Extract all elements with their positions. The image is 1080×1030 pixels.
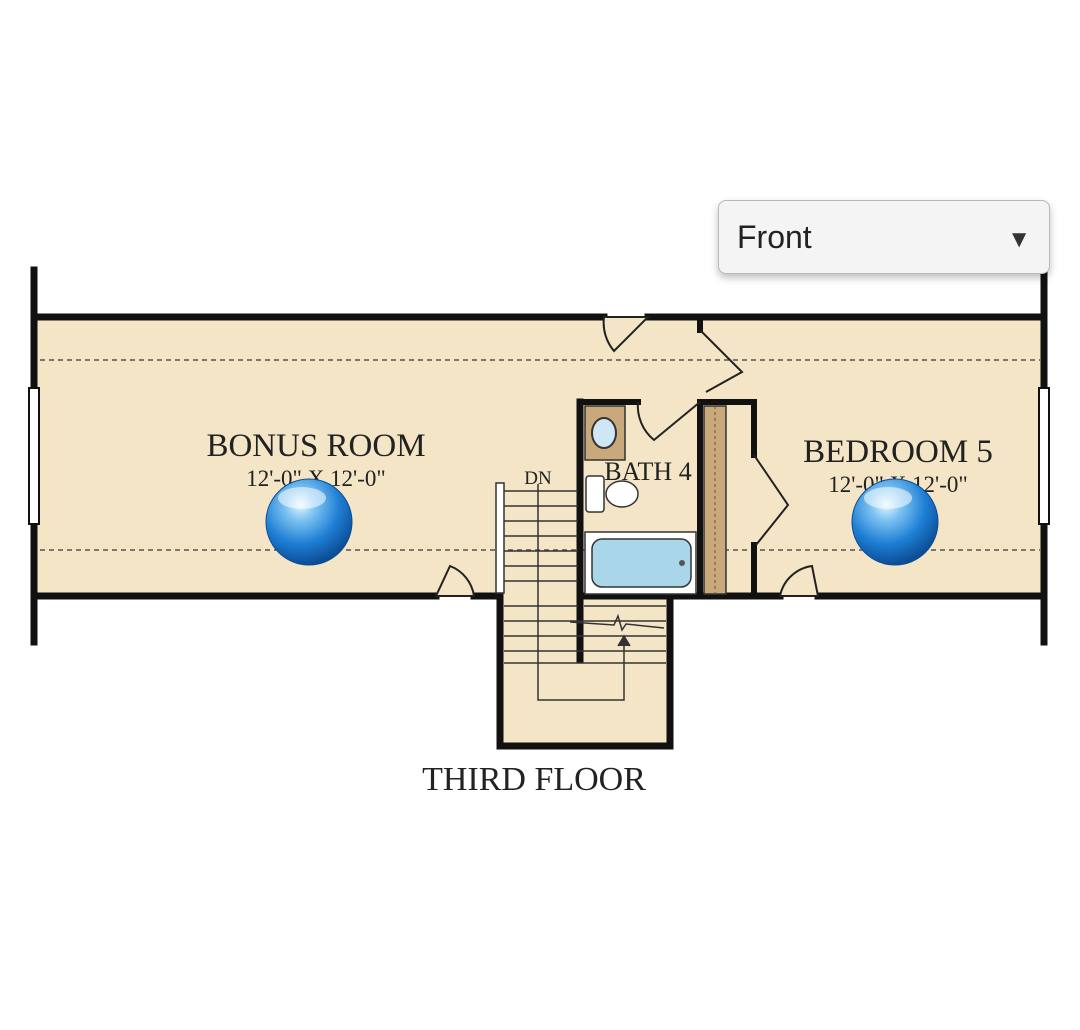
bonus-room-label: BONUS ROOM bbox=[206, 428, 425, 464]
doors bbox=[434, 316, 820, 597]
bathtub-basin-icon bbox=[591, 538, 692, 588]
toilet-tank bbox=[585, 475, 605, 513]
view-select-value: Front bbox=[737, 218, 812, 255]
stairs-down-label: DN bbox=[524, 468, 552, 489]
bedroom-label: BEDROOM 5 bbox=[803, 434, 993, 470]
view-select-dropdown[interactable]: Front ▼ bbox=[718, 200, 1050, 274]
sink-icon bbox=[591, 417, 617, 449]
stair-landing-fill bbox=[500, 596, 670, 746]
stairs bbox=[495, 482, 666, 701]
window-right bbox=[1038, 387, 1050, 525]
hotspot-bedroom-5[interactable] bbox=[851, 478, 939, 566]
toilet-icon bbox=[605, 480, 639, 508]
window-left bbox=[28, 387, 40, 525]
chevron-down-icon: ▼ bbox=[1007, 226, 1031, 253]
floor-title: THIRD FLOOR bbox=[422, 761, 646, 798]
closet-shelf bbox=[703, 405, 727, 595]
hotspot-bonus-room[interactable] bbox=[265, 478, 353, 566]
bath-label: BATH 4 bbox=[604, 457, 691, 486]
walls bbox=[30, 266, 1048, 750]
